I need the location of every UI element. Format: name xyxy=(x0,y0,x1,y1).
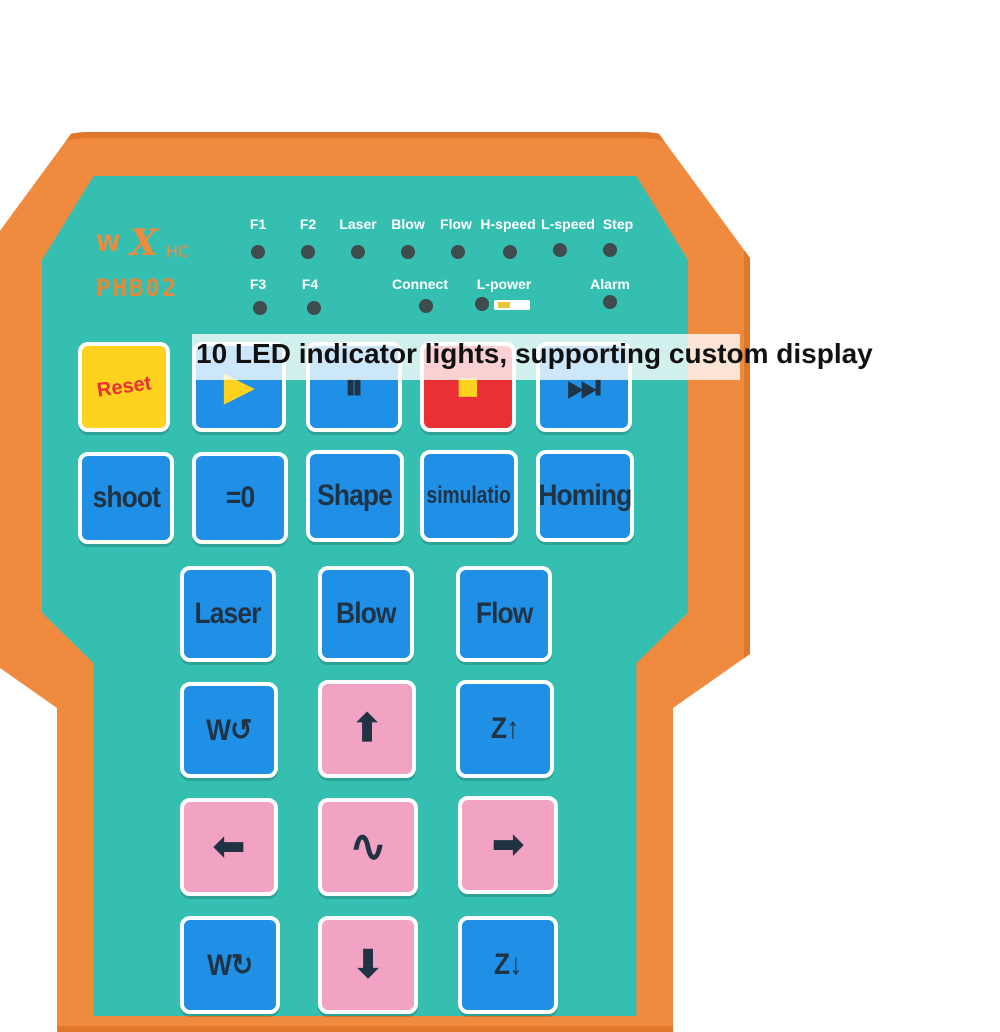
arrow-left-icon: ⬅ xyxy=(213,826,245,868)
logo-x: X xyxy=(130,222,158,264)
w-ccw-label: W↺ xyxy=(206,713,252,747)
wave-button[interactable]: ∿ xyxy=(318,798,418,896)
led-l-power xyxy=(475,297,489,311)
led-label-f4: F4 xyxy=(301,276,319,292)
reset-label: Reset xyxy=(95,371,153,402)
up-button[interactable]: ⬆ xyxy=(318,680,416,778)
led-label-connect: Connect xyxy=(392,276,448,292)
laser-button[interactable]: Laser xyxy=(180,566,276,662)
flow-label: Flow xyxy=(475,597,533,630)
z-down-label: Z↓ xyxy=(494,948,522,981)
shoot-label: shoot xyxy=(92,481,160,514)
led-label-l-power: L-power xyxy=(476,276,532,292)
led-laser xyxy=(351,245,365,259)
caption-text: 10 LED indicator lights, supporting cust… xyxy=(196,338,873,369)
left-button[interactable]: ⬅ xyxy=(180,798,278,896)
logo-w: W xyxy=(96,232,120,257)
blow-label: Blow xyxy=(336,597,396,630)
simulation-label: simulatio xyxy=(426,482,512,509)
led-label-flow: Flow xyxy=(440,216,472,232)
led-label-alarm: Alarm xyxy=(590,276,630,292)
led-f2 xyxy=(301,245,315,259)
led-label-f3: F3 xyxy=(249,276,267,292)
down-button[interactable]: ⬇ xyxy=(318,916,418,1014)
homing-label: Homing xyxy=(538,479,633,512)
led-label-laser: Laser xyxy=(339,216,377,232)
logo-hc: HC xyxy=(166,242,190,261)
led-flow xyxy=(451,245,465,259)
reset-button[interactable]: Reset xyxy=(78,342,170,432)
led-f3 xyxy=(253,301,267,315)
led-f1 xyxy=(251,245,265,259)
battery-icon xyxy=(494,300,530,310)
w-cw-button[interactable]: W↻ xyxy=(180,916,280,1014)
z-up-label: Z↑ xyxy=(491,712,519,745)
shoot-button[interactable]: shoot xyxy=(78,452,174,544)
shape-label: Shape xyxy=(317,479,394,512)
led-connect xyxy=(419,299,433,313)
shape-button[interactable]: Shape xyxy=(306,450,404,542)
led-h-speed xyxy=(503,245,517,259)
led-l-speed xyxy=(553,243,567,257)
led-label-f1: F1 xyxy=(249,216,267,232)
laser-label: Laser xyxy=(194,597,262,630)
w-cw-label: W↻ xyxy=(207,948,253,982)
simulation-button[interactable]: simulatio xyxy=(420,450,518,542)
z-up-button[interactable]: Z↑ xyxy=(456,680,554,778)
flow-button[interactable]: Flow xyxy=(456,566,552,662)
led-alarm xyxy=(603,295,617,309)
led-label-f2: F2 xyxy=(299,216,317,232)
led-label-h-speed: H-speed xyxy=(480,216,536,232)
model-name: PHB02 xyxy=(96,274,179,302)
caption-backdrop xyxy=(192,334,740,380)
blow-button[interactable]: Blow xyxy=(318,566,414,662)
w-ccw-button[interactable]: W↺ xyxy=(180,682,278,778)
zero-button[interactable]: =0 xyxy=(192,452,288,544)
led-blow xyxy=(401,245,415,259)
homing-button[interactable]: Homing xyxy=(536,450,634,542)
zero-label: =0 xyxy=(225,481,255,514)
arrow-right-icon: ➡ xyxy=(492,824,524,866)
z-down-button[interactable]: Z↓ xyxy=(458,916,558,1014)
led-label-l-speed: L-speed xyxy=(541,216,595,232)
right-button[interactable]: ➡ xyxy=(458,796,558,894)
wave-icon: ∿ xyxy=(349,822,387,871)
led-label-step: Step xyxy=(602,216,634,232)
brand-logo: W X HC xyxy=(96,222,216,268)
led-label-blow: Blow xyxy=(391,216,425,232)
arrow-up-icon: ⬆ xyxy=(351,708,383,750)
led-step xyxy=(603,243,617,257)
led-f4 xyxy=(307,301,321,315)
arrow-down-icon: ⬇ xyxy=(352,944,384,986)
